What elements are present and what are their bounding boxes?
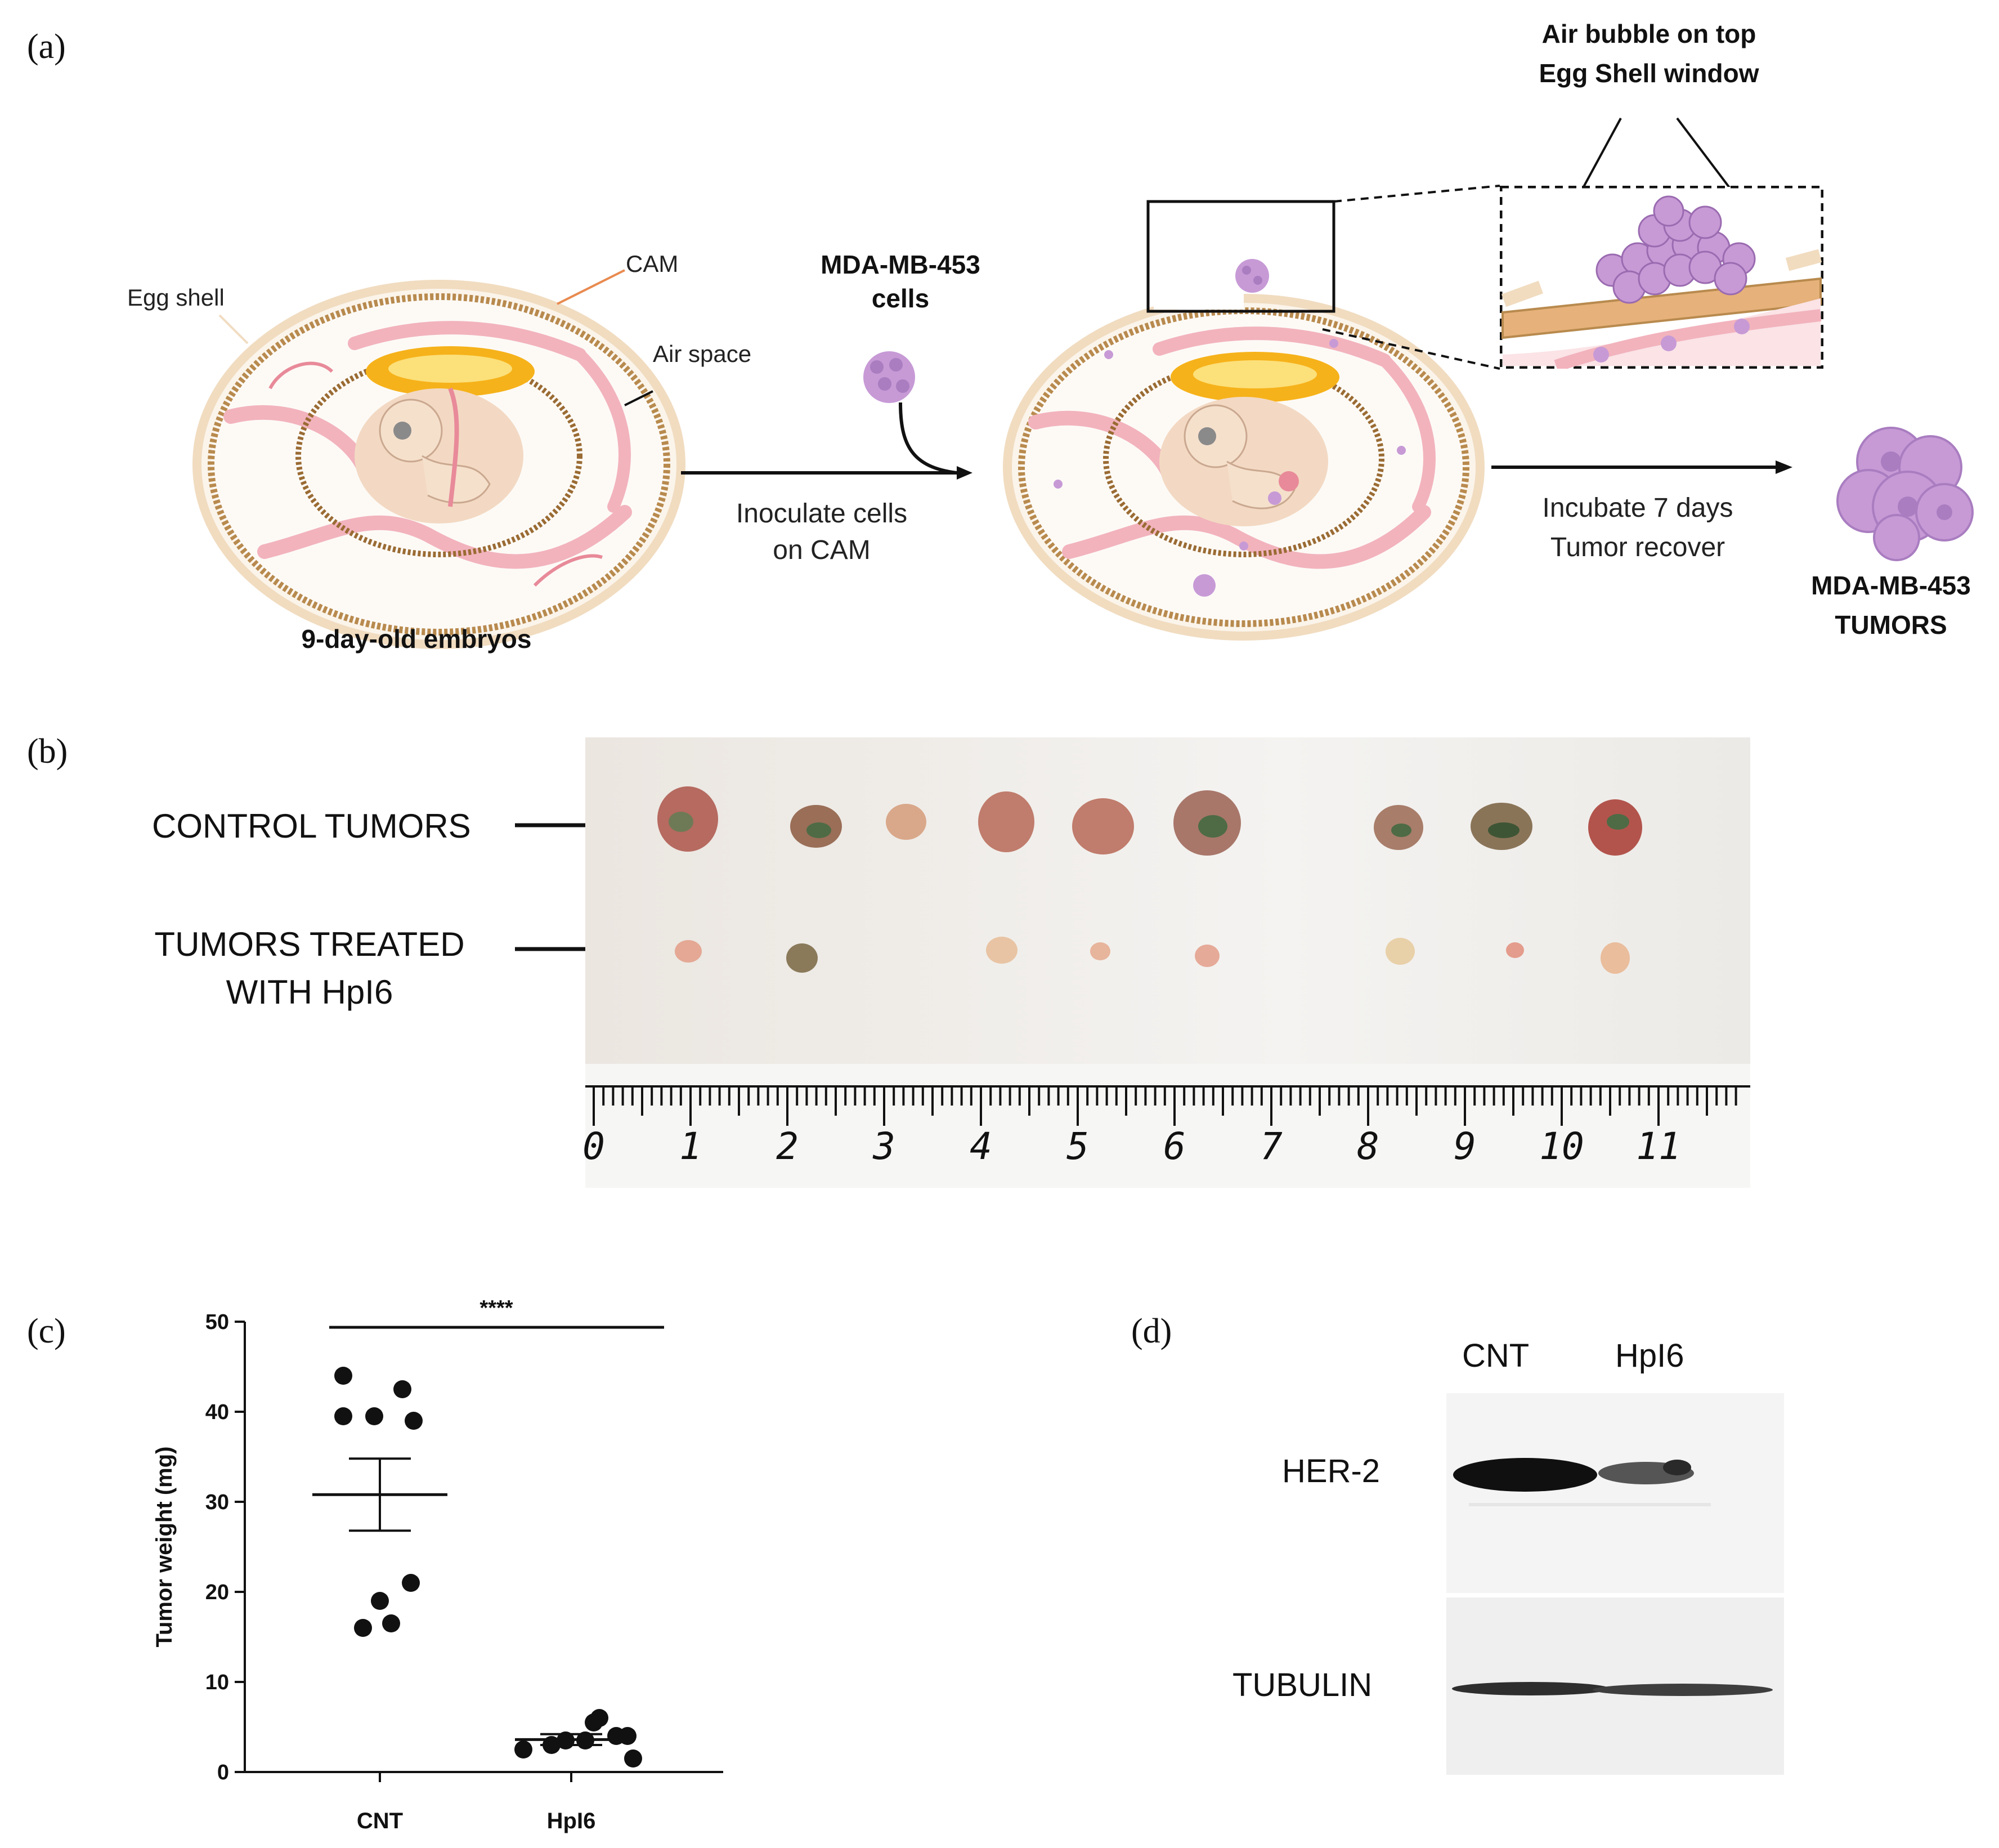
data-point bbox=[382, 1614, 400, 1632]
ruler-label-2: 2 bbox=[776, 1125, 799, 1168]
y-tick-label: 40 bbox=[205, 1400, 229, 1424]
her2-blot bbox=[1446, 1393, 1784, 1593]
panel-label-c: (c) bbox=[27, 1312, 66, 1350]
ruler-label-10: 10 bbox=[1539, 1125, 1584, 1168]
air-bubble-line1: Air bubble on top bbox=[1541, 19, 1756, 48]
y-tick-label: 0 bbox=[217, 1761, 229, 1784]
y-tick-label: 20 bbox=[205, 1581, 229, 1604]
significance-stars: **** bbox=[479, 1296, 513, 1320]
ruler-label-5: 5 bbox=[1066, 1125, 1089, 1168]
data-point bbox=[514, 1740, 532, 1758]
data-point bbox=[334, 1367, 352, 1385]
cell-cluster-icon bbox=[681, 351, 972, 480]
tumors-line1: MDA-MB-453 bbox=[1811, 571, 1971, 600]
ruler-label-4: 4 bbox=[970, 1125, 992, 1168]
egg-diagram-2 bbox=[1003, 287, 1485, 641]
inoculate-line2: on CAM bbox=[773, 535, 871, 565]
ruler-label-9: 9 bbox=[1454, 1125, 1476, 1168]
y-axis-label: Tumor weight (mg) bbox=[152, 1447, 177, 1648]
data-point bbox=[354, 1619, 372, 1637]
ruler-label-3: 3 bbox=[873, 1125, 895, 1168]
lane-label-cnt: CNT bbox=[1462, 1337, 1530, 1374]
x-tick-label: HpI6 bbox=[547, 1809, 596, 1833]
data-point bbox=[365, 1407, 383, 1425]
data-point bbox=[371, 1592, 389, 1610]
egg-shell-label: Egg shell bbox=[127, 284, 225, 311]
band-label-tubulin: TUBULIN bbox=[1232, 1667, 1373, 1703]
data-point bbox=[405, 1412, 423, 1430]
ruler-label-0: 0 bbox=[582, 1125, 605, 1168]
inset-cell-cluster bbox=[1500, 186, 1823, 369]
panel-label-a: (a) bbox=[27, 28, 66, 66]
data-point bbox=[334, 1407, 352, 1425]
y-tick-label: 30 bbox=[205, 1491, 229, 1514]
cells-label-line2: cells bbox=[871, 284, 930, 313]
data-point bbox=[624, 1749, 642, 1768]
panel-label-d: (d) bbox=[1131, 1312, 1172, 1350]
embryo-caption: 9-day-old embryos bbox=[301, 624, 532, 654]
ruler-label-6: 6 bbox=[1163, 1125, 1186, 1168]
ruler-label-11: 11 bbox=[1636, 1125, 1681, 1168]
incubate-line1: Incubate 7 days bbox=[1542, 493, 1733, 523]
panel-a-leader-lines bbox=[218, 269, 653, 406]
egg-diagram-1 bbox=[192, 280, 685, 649]
incubate-arrow bbox=[1491, 460, 1792, 474]
cam-label: CAM bbox=[626, 250, 679, 277]
tumors-line2: TUMORS bbox=[1835, 610, 1947, 639]
air-bubble-line2: Egg Shell window bbox=[1539, 59, 1759, 88]
data-point bbox=[393, 1380, 411, 1398]
y-tick-label: 10 bbox=[205, 1671, 229, 1694]
air-space-label: Air space bbox=[653, 341, 752, 367]
x-tick-label: CNT bbox=[357, 1809, 403, 1833]
ruler-label-8: 8 bbox=[1357, 1125, 1379, 1168]
cells-label-line1: MDA-MB-453 bbox=[821, 250, 980, 279]
data-point bbox=[402, 1574, 420, 1592]
tumor-photo bbox=[585, 737, 1750, 1188]
panel-label-b: (b) bbox=[27, 732, 68, 771]
control-tumors-label: CONTROL TUMORS bbox=[152, 807, 471, 845]
ruler-label-1: 1 bbox=[679, 1125, 702, 1168]
tubulin-blot bbox=[1446, 1598, 1784, 1775]
incubate-line2: Tumor recover bbox=[1550, 533, 1725, 562]
data-point bbox=[590, 1709, 608, 1727]
treated-tumors-line2: WITH HpI6 bbox=[226, 973, 393, 1011]
data-point bbox=[618, 1727, 637, 1745]
ruler bbox=[585, 1064, 1750, 1188]
band-label-her2: HER-2 bbox=[1282, 1453, 1381, 1489]
inoculate-line1: Inoculate cells bbox=[736, 499, 908, 529]
ruler-label-7: 7 bbox=[1260, 1125, 1283, 1168]
tumor-cluster-icon bbox=[1836, 427, 1974, 561]
treated-tumors-line1: TUMORS TREATED bbox=[154, 925, 465, 963]
lane-label-hpi6: HpI6 bbox=[1615, 1337, 1684, 1374]
y-tick-label: 50 bbox=[205, 1310, 229, 1334]
